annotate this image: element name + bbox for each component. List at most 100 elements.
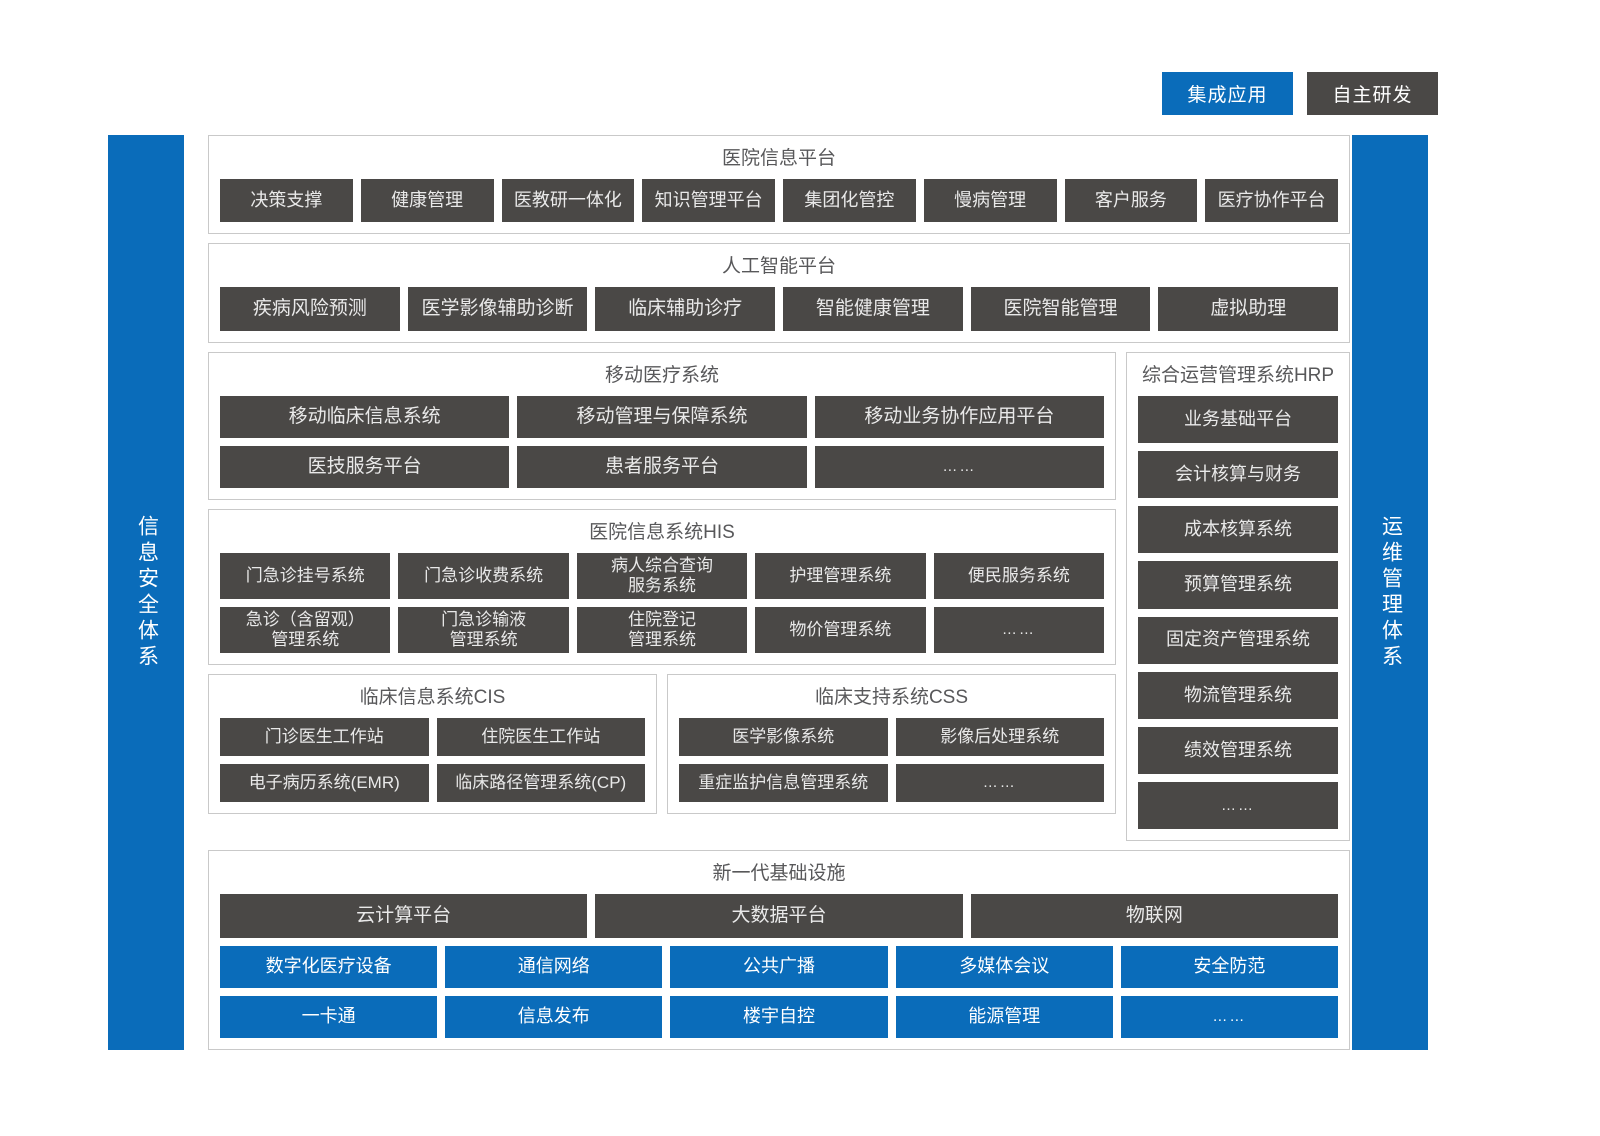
item-medical-education-research[interactable]: 医教研一体化 (501, 179, 635, 222)
item-his-more[interactable]: …… (933, 607, 1105, 653)
middle-right-column: 综合运营管理系统HRP 业务基础平台 会计核算与财务 成本核算系统 预算管理系统… (1126, 352, 1350, 841)
item-logistics-management-system[interactable]: 物流管理系统 (1138, 671, 1338, 719)
item-digital-medical-equipment[interactable]: 数字化医疗设备 (220, 946, 438, 988)
diagram-body: 医院信息平台 决策支撑 健康管理 医教研一体化 知识管理平台 集团化管控 慢病管… (208, 135, 1350, 1050)
item-disease-risk-prediction[interactable]: 疾病风险预测 (220, 287, 400, 331)
mobile-medical-row-2: 医技服务平台 患者服务平台 …… (220, 446, 1104, 488)
item-mobile-clinical-info-system[interactable]: 移动临床信息系统 (220, 396, 510, 438)
item-medical-imaging-system[interactable]: 医学影像系统 (679, 718, 888, 756)
item-smart-health-management[interactable]: 智能健康管理 (783, 287, 963, 331)
item-image-post-processing-system[interactable]: 影像后处理系统 (895, 718, 1104, 756)
item-cost-accounting-system[interactable]: 成本核算系统 (1138, 506, 1338, 554)
panel-cis: 临床信息系统CIS 门诊医生工作站 住院医生工作站 电子病历系统(EMR) 临床… (208, 674, 657, 814)
item-building-automation[interactable]: 楼宇自控 (670, 996, 888, 1038)
panel-title-his: 医院信息系统HIS (589, 522, 735, 543)
middle-left-column: 移动医疗系统 移动临床信息系统 移动管理与保障系统 移动业务协作应用平台 医技服… (208, 352, 1116, 841)
item-budget-management-system[interactable]: 预算管理系统 (1138, 561, 1338, 609)
panel-title-mobile-medical-system: 移动医疗系统 (604, 365, 719, 386)
sidebar-left-label: 信息安全体系 (135, 514, 159, 671)
item-virtual-assistant[interactable]: 虚拟助理 (1158, 287, 1339, 331)
item-infrastructure-more[interactable]: …… (1120, 996, 1339, 1038)
sidebar-operations-management: 运维管理体系 (1352, 135, 1428, 1050)
item-patient-service-platform[interactable]: 患者服务平台 (517, 446, 807, 488)
panel-title-hospital-info-platform: 医院信息平台 (721, 148, 836, 169)
item-health-management[interactable]: 健康管理 (360, 179, 494, 222)
hrp-item-list: 业务基础平台 会计核算与财务 成本核算系统 预算管理系统 固定资产管理系统 物流… (1138, 396, 1338, 829)
item-decision-support[interactable]: 决策支撑 (220, 179, 353, 222)
item-price-management-system[interactable]: 物价管理系统 (755, 607, 926, 653)
clinical-systems-row: 临床信息系统CIS 门诊医生工作站 住院医生工作站 电子病历系统(EMR) 临床… (208, 674, 1116, 814)
item-clinical-decision-support[interactable]: 临床辅助诊疗 (595, 287, 776, 331)
item-medical-technical-service-platform[interactable]: 医技服务平台 (220, 446, 510, 488)
item-icu-info-management-system[interactable]: 重症监护信息管理系统 (679, 764, 888, 802)
panel-his: 医院信息系统HIS 门急诊挂号系统 门急诊收费系统 病人综合查询 服务系统 护理… (208, 509, 1116, 665)
item-energy-management[interactable]: 能源管理 (895, 996, 1113, 1038)
his-row-1: 门急诊挂号系统 门急诊收费系统 病人综合查询 服务系统 护理管理系统 便民服务系… (220, 553, 1105, 599)
item-fixed-assets-management-system[interactable]: 固定资产管理系统 (1138, 616, 1338, 664)
panel-mobile-medical-system: 移动医疗系统 移动临床信息系统 移动管理与保障系统 移动业务协作应用平台 医技服… (208, 352, 1116, 500)
item-outpatient-billing-system[interactable]: 门急诊收费系统 (398, 553, 569, 599)
item-public-broadcasting[interactable]: 公共广播 (670, 946, 888, 988)
legend-integrated-app: 集成应用 (1162, 72, 1293, 115)
item-group-management-control[interactable]: 集团化管控 (783, 179, 916, 222)
item-all-in-one-card[interactable]: 一卡通 (220, 996, 438, 1038)
item-information-publishing[interactable]: 信息发布 (445, 996, 663, 1038)
item-multimedia-conference[interactable]: 多媒体会议 (895, 946, 1113, 988)
item-business-foundation-platform[interactable]: 业务基础平台 (1138, 396, 1338, 444)
sidebar-information-security: 信息安全体系 (108, 135, 184, 1050)
item-security-protection[interactable]: 安全防范 (1120, 946, 1339, 988)
item-convenience-service-system[interactable]: 便民服务系统 (933, 553, 1105, 599)
panel-hospital-info-platform: 医院信息平台 决策支撑 健康管理 医教研一体化 知识管理平台 集团化管控 慢病管… (208, 135, 1350, 234)
item-inpatient-registration-system[interactable]: 住院登记 管理系统 (576, 607, 748, 653)
item-accounting-finance[interactable]: 会计核算与财务 (1138, 451, 1338, 499)
item-smart-hospital-management[interactable]: 医院智能管理 (970, 287, 1151, 331)
item-clinical-pathway-system[interactable]: 临床路径管理系统(CP) (436, 764, 645, 802)
item-cloud-computing-platform[interactable]: 云计算平台 (220, 894, 588, 938)
item-emergency-observation-system[interactable]: 急诊（含留观） 管理系统 (220, 607, 391, 653)
infrastructure-blue-row-2: 一卡通 信息发布 楼宇自控 能源管理 …… (220, 996, 1339, 1038)
middle-region: 移动医疗系统 移动临床信息系统 移动管理与保障系统 移动业务协作应用平台 医技服… (208, 352, 1350, 841)
item-performance-management-system[interactable]: 绩效管理系统 (1138, 726, 1338, 774)
item-chronic-disease-management[interactable]: 慢病管理 (923, 179, 1057, 222)
item-knowledge-management-platform[interactable]: 知识管理平台 (642, 179, 775, 222)
item-inpatient-doctor-workstation[interactable]: 住院医生工作站 (436, 718, 645, 756)
item-mobile-business-collaboration-platform[interactable]: 移动业务协作应用平台 (814, 396, 1104, 438)
item-outpatient-infusion-system[interactable]: 门急诊输液 管理系统 (398, 607, 569, 653)
css-row-2: 重症监护信息管理系统 …… (679, 764, 1104, 802)
his-row-2: 急诊（含留观） 管理系统 门急诊输液 管理系统 住院登记 管理系统 物价管理系统… (220, 607, 1105, 653)
panel-title-css: 临床支持系统CSS (814, 687, 969, 708)
panel-ai-platform: 人工智能平台 疾病风险预测 医学影像辅助诊断 临床辅助诊疗 智能健康管理 医院智… (208, 243, 1350, 343)
panel-css: 临床支持系统CSS 医学影像系统 影像后处理系统 重症监护信息管理系统 …… (667, 674, 1116, 814)
panel-title-infrastructure: 新一代基础设施 (712, 863, 846, 884)
item-big-data-platform[interactable]: 大数据平台 (595, 894, 963, 938)
item-mobile-more[interactable]: …… (814, 446, 1104, 488)
item-css-more[interactable]: …… (895, 764, 1104, 802)
legend: 集成应用 自主研发 (1162, 72, 1438, 115)
cis-row-1: 门诊医生工作站 住院医生工作站 (220, 718, 645, 756)
item-medical-collaboration-platform[interactable]: 医疗协作平台 (1205, 179, 1338, 222)
infrastructure-blue-row-1: 数字化医疗设备 通信网络 公共广播 多媒体会议 安全防范 (220, 946, 1339, 988)
cis-row-2: 电子病历系统(EMR) 临床路径管理系统(CP) (220, 764, 645, 802)
item-outpatient-registration-system[interactable]: 门急诊挂号系统 (220, 553, 391, 599)
item-emr-system[interactable]: 电子病历系统(EMR) (220, 764, 429, 802)
panel-hrp: 综合运营管理系统HRP 业务基础平台 会计核算与财务 成本核算系统 预算管理系统… (1126, 352, 1350, 841)
item-mobile-management-support-system[interactable]: 移动管理与保障系统 (517, 396, 807, 438)
sidebar-right-label: 运维管理体系 (1379, 514, 1403, 671)
item-hrp-more[interactable]: …… (1138, 781, 1338, 829)
item-medical-imaging-diagnosis[interactable]: 医学影像辅助诊断 (407, 287, 588, 331)
legend-inhouse-dev: 自主研发 (1307, 72, 1438, 115)
item-customer-service[interactable]: 客户服务 (1064, 179, 1198, 222)
css-row-1: 医学影像系统 影像后处理系统 (679, 718, 1104, 756)
panel-infrastructure: 新一代基础设施 云计算平台 大数据平台 物联网 数字化医疗设备 通信网络 公共广… (208, 850, 1350, 1050)
panel-title-ai-platform: 人工智能平台 (721, 256, 836, 277)
item-outpatient-doctor-workstation[interactable]: 门诊医生工作站 (220, 718, 429, 756)
item-internet-of-things[interactable]: 物联网 (970, 894, 1338, 938)
hospital-info-platform-row: 决策支撑 健康管理 医教研一体化 知识管理平台 集团化管控 慢病管理 客户服务 … (220, 179, 1338, 222)
infrastructure-platform-row: 云计算平台 大数据平台 物联网 (220, 894, 1338, 938)
mobile-medical-row-1: 移动临床信息系统 移动管理与保障系统 移动业务协作应用平台 (220, 396, 1104, 438)
item-communication-network[interactable]: 通信网络 (445, 946, 663, 988)
item-patient-inquiry-service-system[interactable]: 病人综合查询 服务系统 (576, 553, 748, 599)
panel-title-hrp: 综合运营管理系统HRP (1141, 365, 1335, 386)
item-nursing-management-system[interactable]: 护理管理系统 (755, 553, 926, 599)
